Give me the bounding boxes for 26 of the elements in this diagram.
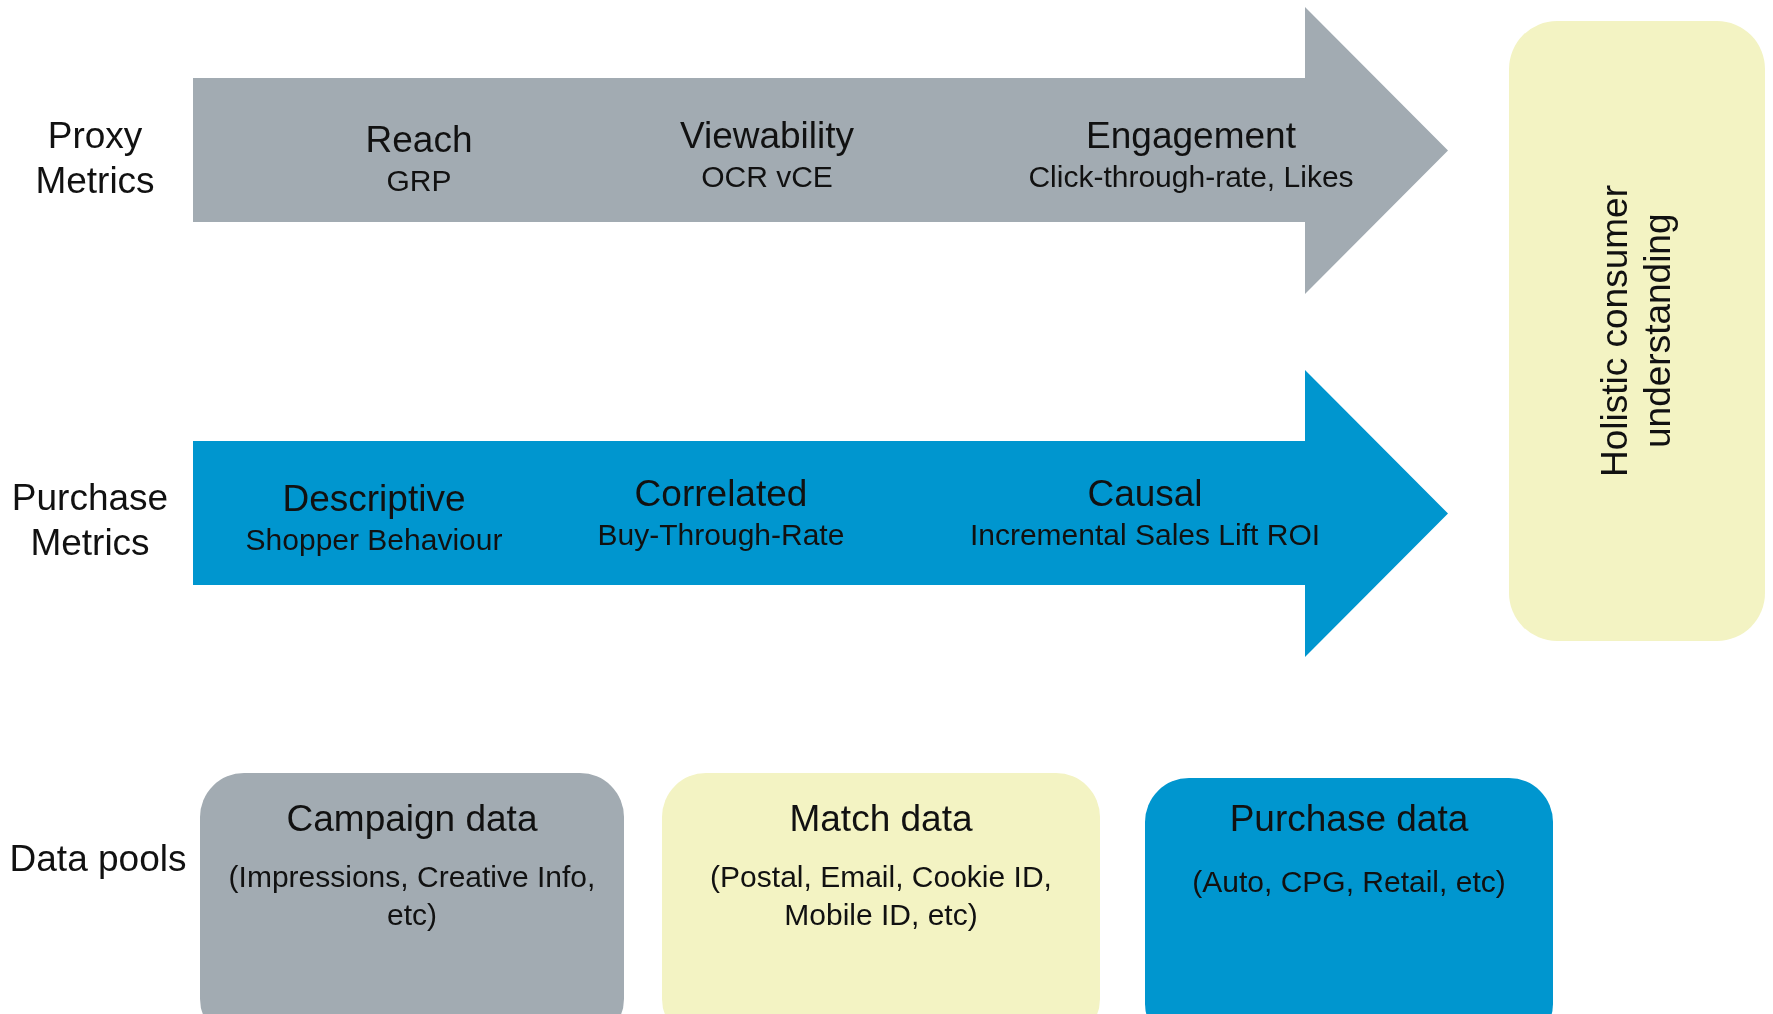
data-pool-detail: (Impressions, Creative Info, etc): [227, 859, 597, 934]
data-pool-detail: (Auto, CPG, Retail, etc): [1191, 864, 1507, 900]
metric-heading: Causal: [1087, 473, 1203, 515]
insight-box: [1509, 21, 1765, 641]
metric-heading: Descriptive: [282, 478, 466, 520]
data-pool-box: [200, 773, 624, 1014]
row-label: Purchase Metrics: [10, 476, 170, 566]
metric-detail: Incremental Sales Lift ROI: [969, 518, 1321, 552]
data-pool-detail: (Postal, Email, Cookie ID, Mobile ID, etc): [709, 859, 1053, 934]
metric-detail: Click-through-rate, Likes: [1028, 160, 1354, 194]
metric-detail: Buy-Through-Rate: [597, 518, 845, 552]
data-pool-title: Campaign data: [285, 797, 539, 841]
metric-detail: Shopper Behaviour: [245, 523, 503, 557]
metric-detail: GRP: [386, 164, 452, 198]
row-label: Proxy Metrics: [34, 114, 156, 204]
insight-text: Holistic consumer understanding: [1594, 184, 1679, 479]
data-pool-title: Purchase data: [1228, 797, 1470, 841]
data-pool-box: [662, 773, 1100, 1014]
metric-heading: Viewability: [679, 115, 855, 157]
metric-detail: OCR vCE: [701, 160, 833, 194]
data-pool-title: Match data: [788, 797, 974, 841]
metric-heading: Engagement: [1086, 115, 1296, 157]
metric-heading: Reach: [365, 119, 473, 161]
data-pool-box: [1145, 778, 1553, 1014]
metric-heading: Correlated: [634, 473, 808, 515]
row-label: Data pools: [9, 837, 187, 881]
